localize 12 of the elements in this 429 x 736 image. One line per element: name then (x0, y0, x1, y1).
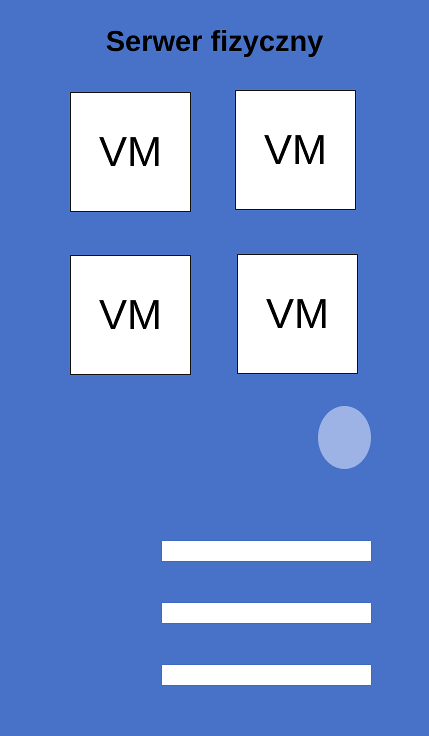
vm-box (235, 90, 356, 210)
vm-label: VM (266, 290, 329, 338)
vm-label: VM (99, 128, 162, 176)
vm-label: VM (264, 126, 327, 174)
vm-box (237, 254, 358, 374)
vm-box (70, 92, 191, 212)
drive-bay-slot (162, 541, 371, 561)
vm-label: VM (99, 291, 162, 339)
drive-bay-slot (162, 603, 371, 623)
server-title: Serwer fizyczny (104, 26, 324, 59)
drive-bay-slot (162, 665, 371, 685)
vm-box (70, 255, 191, 375)
